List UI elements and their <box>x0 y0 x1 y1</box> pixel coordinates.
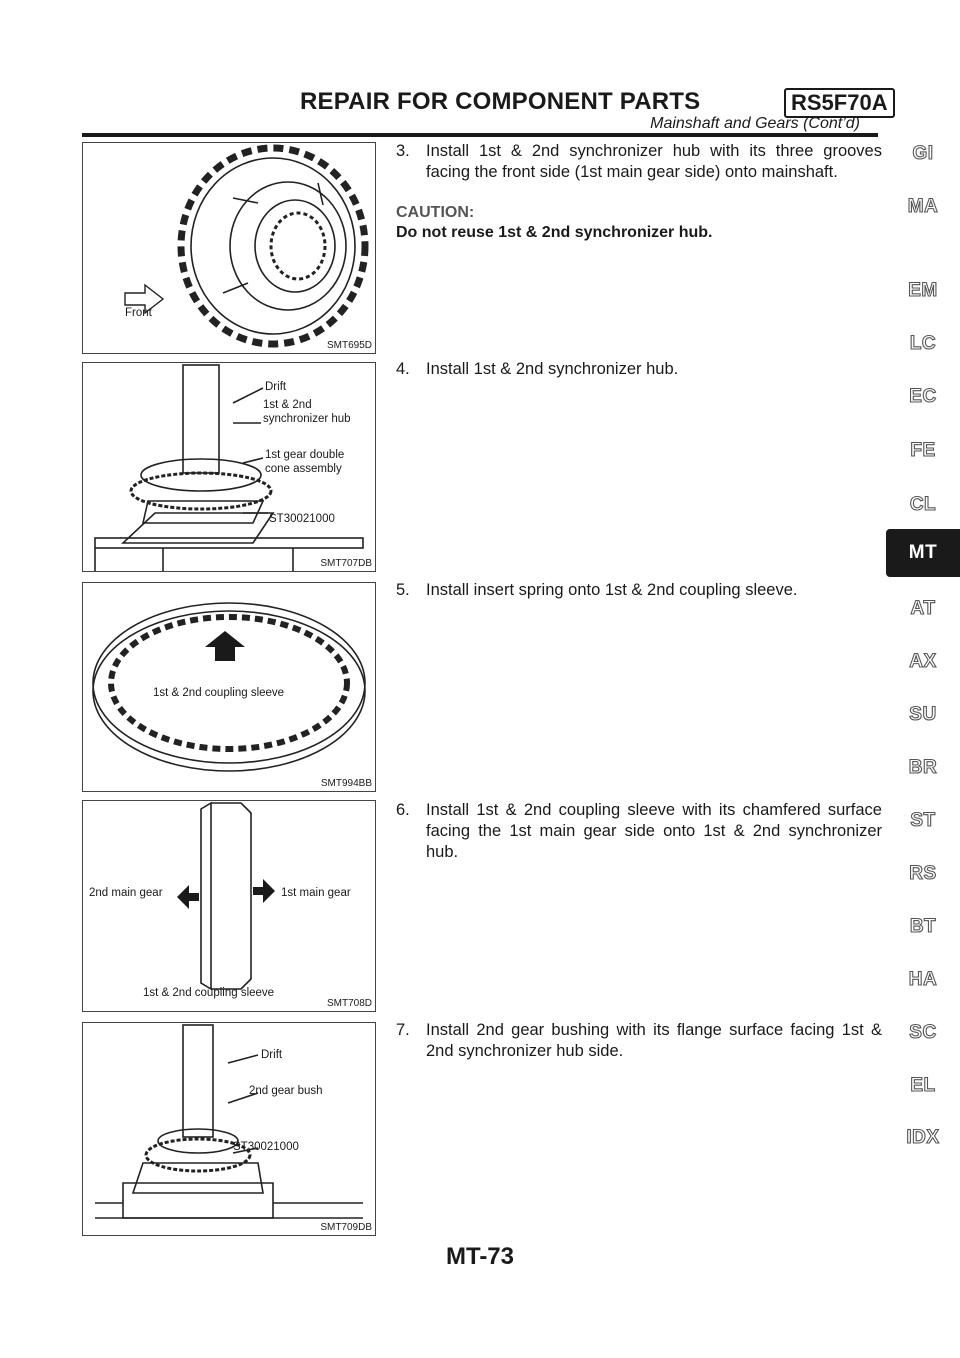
figure-hub-install: Drift 1st & 2nd synchronizer hub 1st gea… <box>82 362 376 572</box>
tab-st[interactable]: ST <box>910 809 936 831</box>
tab-at[interactable]: AT <box>910 597 936 619</box>
section-title: REPAIR FOR COMPONENT PARTS <box>300 88 701 115</box>
fig-label: ST30021000 <box>233 1141 299 1153</box>
figure-code: SMT709DB <box>320 1222 372 1233</box>
tab-ma[interactable]: MA <box>907 195 939 217</box>
tab-mt[interactable]: MT <box>886 529 960 577</box>
tab-su[interactable]: SU <box>909 703 937 725</box>
tab-br[interactable]: BR <box>908 756 938 778</box>
section-subtitle: Mainshaft and Gears (Cont’d) <box>650 115 860 132</box>
tab-sc[interactable]: SC <box>909 1021 937 1043</box>
tab-fe[interactable]: FE <box>910 439 936 461</box>
fig-label: synchronizer hub <box>263 413 351 425</box>
page-number: MT-73 <box>445 1243 514 1270</box>
step-text: Install 1st & 2nd coupling sleeve with i… <box>426 801 882 861</box>
tab-cl[interactable]: CL <box>909 493 937 515</box>
fig-label: 2nd gear bush <box>249 1085 323 1097</box>
tab-idx[interactable]: IDX <box>906 1126 940 1148</box>
figure-code: SMT707DB <box>320 558 372 569</box>
fig-label: Drift <box>261 1049 283 1061</box>
tab-em[interactable]: EM <box>908 279 938 301</box>
sleeve-orientation-illustration <box>177 801 275 991</box>
fig-label: cone assembly <box>265 463 342 475</box>
step-number: 5. <box>396 581 410 599</box>
fig-label: ST30021000 <box>269 513 335 525</box>
fig-label: 2nd main gear <box>89 887 163 899</box>
tab-lc[interactable]: LC <box>909 332 937 354</box>
step-7: 7. Install 2nd gear bushing with its fla… <box>396 1020 882 1062</box>
fig-label: 1st main gear <box>281 887 351 899</box>
figure-code: SMT994BB <box>320 778 372 789</box>
tab-el[interactable]: EL <box>910 1074 936 1096</box>
header-rule <box>82 133 878 137</box>
fig-label: Front <box>125 307 152 319</box>
caution-label: CAUTION: <box>396 204 475 221</box>
tab-rs[interactable]: RS <box>909 862 937 884</box>
step-number: 6. <box>396 801 410 819</box>
figure-synchronizer-hub: Front SMT695D <box>82 142 376 354</box>
fig-label: 1st & 2nd <box>263 399 312 411</box>
step-number: 7. <box>396 1021 410 1039</box>
tab-ha[interactable]: HA <box>908 968 938 990</box>
figure-bushing-install: Drift 2nd gear bush ST30021000 SMT709DB <box>82 1022 376 1236</box>
coupling-sleeve-illustration <box>92 602 366 772</box>
step-text: Install insert spring onto 1st & 2nd cou… <box>426 581 798 599</box>
press-illustration <box>94 364 364 571</box>
figure-code: SMT708D <box>326 998 372 1009</box>
step-6: 6. Install 1st & 2nd coupling sleeve wit… <box>396 800 882 863</box>
model-badge: RS5F70A <box>784 88 895 118</box>
tab-bt[interactable]: BT <box>909 915 937 937</box>
step-3: 3. Install 1st & 2nd synchronizer hub wi… <box>396 141 882 183</box>
fig-label: 1st gear double <box>265 449 345 461</box>
figure-coupling-sleeve: 1st & 2nd coupling sleeve SMT994BB <box>82 582 376 792</box>
gear-hub-illustration <box>124 144 369 348</box>
figure-code: SMT695D <box>326 340 372 351</box>
step-text: Install 1st & 2nd synchronizer hub with … <box>426 142 882 181</box>
step-text: Install 1st & 2nd synchronizer hub. <box>426 360 679 378</box>
tab-gi[interactable]: GI <box>912 142 934 164</box>
tab-ec[interactable]: EC <box>909 385 937 407</box>
fig-label: Drift <box>265 381 287 393</box>
fig-label: 1st & 2nd coupling sleeve <box>153 687 285 699</box>
fig-label: 1st & 2nd coupling sleeve <box>143 987 275 999</box>
bushing-press-illustration <box>95 1024 363 1219</box>
caution-text: Do not reuse 1st & 2nd synchronizer hub. <box>396 224 713 241</box>
tab-ax[interactable]: AX <box>909 650 937 672</box>
figure-sleeve-orientation: 2nd main gear 1st main gear 1st & 2nd co… <box>82 800 376 1012</box>
step-5: 5. Install insert spring onto 1st & 2nd … <box>396 580 882 601</box>
step-number: 3. <box>396 142 410 160</box>
step-text: Install 2nd gear bushing with its flange… <box>426 1021 882 1060</box>
step-number: 4. <box>396 360 410 378</box>
step-4: 4. Install 1st & 2nd synchronizer hub. <box>396 359 882 380</box>
